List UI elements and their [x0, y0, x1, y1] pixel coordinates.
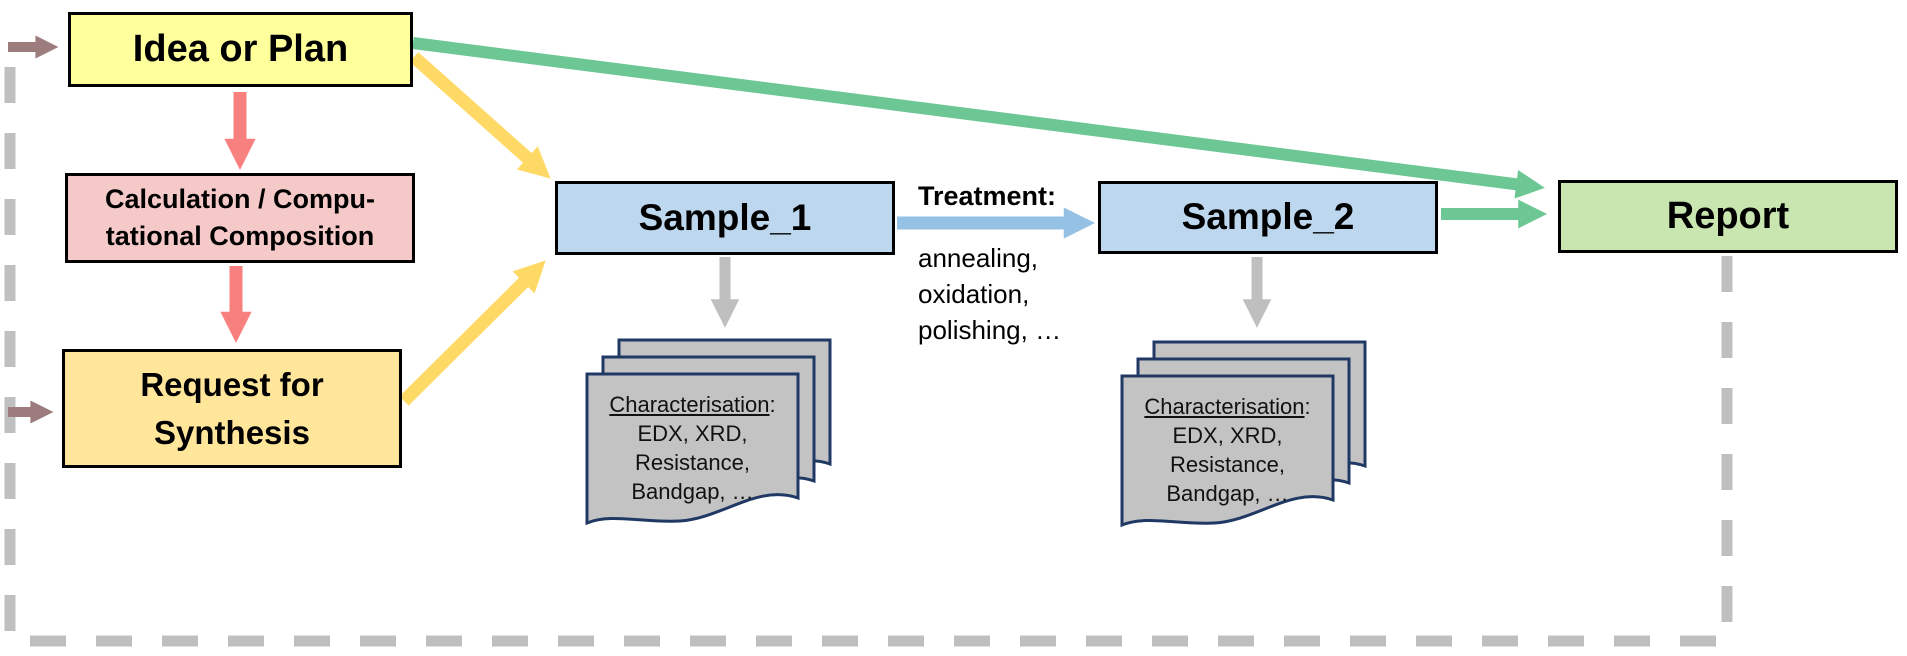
node-sample1-label: Sample_1: [638, 196, 812, 238]
treatment-items: annealing, oxidation, polishing, …: [918, 240, 1158, 348]
feedback-loop-dashed: [4, 45, 1733, 647]
arrow-request-to-sample1: [399, 260, 546, 406]
treatment-label: Treatment:: [918, 181, 1057, 211]
node-idea-label: Idea or Plan: [132, 27, 349, 70]
node-calculation-label: Calculation / Compu- tational Compositio…: [105, 181, 375, 255]
treatment-item: polishing, …: [918, 315, 1062, 345]
characterisation-title: Characterisation:: [585, 390, 800, 419]
characterisation-text: Characterisation: EDX, XRD, Resistance, …: [1120, 392, 1335, 508]
node-idea-or-plan: Idea or Plan: [68, 12, 413, 87]
document-page-icon: [585, 372, 800, 526]
node-sample-1: Sample_1: [555, 181, 895, 255]
treatment-item: oxidation,: [918, 279, 1030, 309]
node-request-line2: Synthesis: [154, 413, 310, 451]
node-request-for-synthesis: Request for Synthesis: [62, 349, 402, 468]
characterisation-stack-2: Characterisation: EDX, XRD, Resistance, …: [1120, 340, 1367, 540]
treatment-item: annealing,: [918, 243, 1038, 273]
characterisation-line: Bandgap, …: [1166, 481, 1289, 506]
characterisation-title-word: Characterisation: [609, 392, 770, 417]
node-request-line1: Request for: [140, 365, 324, 403]
characterisation-title-word: Characterisation: [1144, 394, 1305, 419]
characterisation-line: Resistance,: [635, 450, 750, 475]
characterisation-line: EDX, XRD,: [637, 421, 748, 446]
node-request-label: Request for Synthesis: [140, 361, 323, 457]
node-calculation: Calculation / Compu- tational Compositio…: [65, 173, 415, 263]
node-sample-2: Sample_2: [1098, 181, 1438, 254]
characterisation-line: Resistance,: [1170, 452, 1285, 477]
characterisation-stack-1: Characterisation: EDX, XRD, Resistance, …: [585, 338, 832, 538]
characterisation-title-colon: :: [1304, 394, 1311, 419]
document-page-icon: [1120, 374, 1335, 528]
characterisation-line: Bandgap, …: [631, 479, 754, 504]
arrow-idea-to-report: [412, 37, 1545, 199]
arrow-idea-to-sample1: [409, 52, 551, 179]
characterisation-text: Characterisation: EDX, XRD, Resistance, …: [585, 390, 800, 506]
node-report-label: Report: [1666, 194, 1790, 237]
node-report: Report: [1558, 180, 1898, 253]
characterisation-line: EDX, XRD,: [1172, 423, 1283, 448]
characterisation-title-colon: :: [769, 392, 776, 417]
node-calculation-line1: Calculation / Compu-: [105, 184, 375, 214]
node-calculation-line2: tational Composition: [105, 221, 375, 251]
node-sample2-label: Sample_2: [1181, 196, 1355, 238]
characterisation-title: Characterisation:: [1120, 392, 1335, 421]
